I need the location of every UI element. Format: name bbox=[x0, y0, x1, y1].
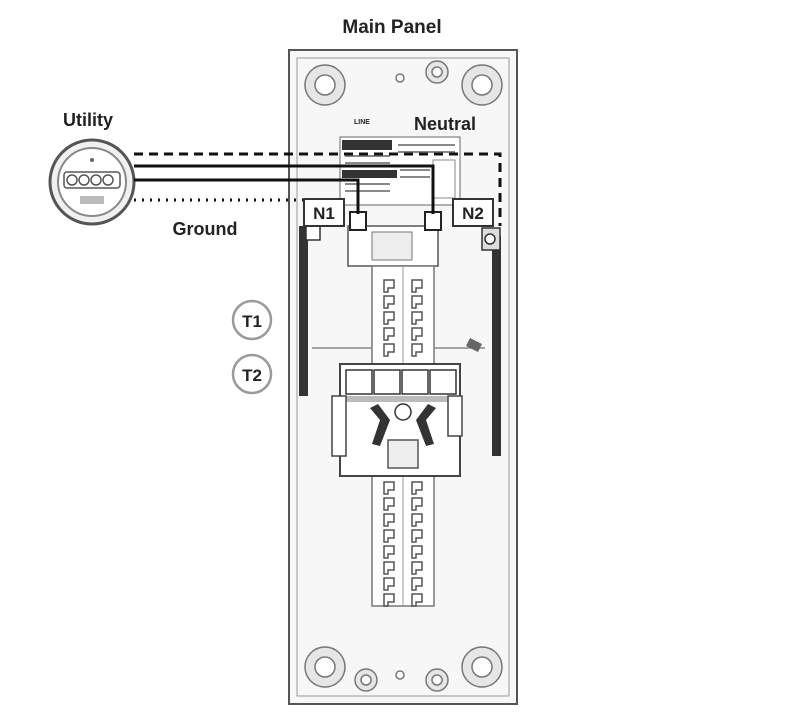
terminal-n2-label: N2 bbox=[462, 204, 484, 223]
ground-label: Ground bbox=[173, 219, 238, 239]
warning-label bbox=[339, 136, 461, 206]
breaker-slot bbox=[411, 545, 423, 559]
neutral-bar-right bbox=[481, 227, 501, 456]
breaker-slot bbox=[383, 561, 395, 575]
terminal-n1: N1 bbox=[303, 198, 345, 227]
breaker-slot bbox=[411, 529, 423, 543]
breaker-slot bbox=[383, 311, 395, 325]
breaker-slot bbox=[383, 545, 395, 559]
line-wire-l2 bbox=[134, 164, 435, 214]
breaker-slot bbox=[383, 497, 395, 511]
main-panel-title: Main Panel bbox=[342, 17, 441, 38]
breaker-slot bbox=[411, 295, 423, 309]
breaker-slot bbox=[411, 561, 423, 575]
breaker-slot bbox=[383, 327, 395, 341]
neutral-label: Neutral bbox=[414, 114, 476, 134]
breaker-slot bbox=[411, 513, 423, 527]
utility-label: Utility bbox=[63, 110, 113, 130]
breaker-slot bbox=[383, 481, 395, 495]
terminal-t1: T1 bbox=[231, 299, 273, 341]
utility-wiring bbox=[134, 152, 502, 226]
line-marking: LINE bbox=[354, 119, 370, 126]
breaker-slot bbox=[411, 481, 423, 495]
knockout-holes bbox=[304, 60, 503, 692]
breaker-slot bbox=[383, 279, 395, 293]
breaker-slot bbox=[383, 529, 395, 543]
transfer-switch-assembly bbox=[331, 363, 463, 477]
breaker-slots bbox=[383, 279, 423, 607]
breaker-slot bbox=[411, 577, 423, 591]
breaker-slot bbox=[383, 577, 395, 591]
line-wire-l1 bbox=[134, 178, 360, 214]
breaker-slot bbox=[383, 593, 395, 607]
breaker-slot bbox=[411, 279, 423, 293]
terminal-t1-label: T1 bbox=[242, 312, 262, 331]
main-lug-block bbox=[347, 211, 442, 267]
breaker-slot bbox=[411, 343, 423, 357]
neutral-wire bbox=[134, 152, 502, 226]
breaker-slot bbox=[411, 593, 423, 607]
ground-screw bbox=[466, 338, 482, 352]
terminal-t2: T2 bbox=[231, 353, 273, 395]
breaker-slot bbox=[411, 327, 423, 341]
breaker-slot bbox=[411, 311, 423, 325]
breaker-slot bbox=[383, 295, 395, 309]
utility-meter bbox=[48, 138, 136, 226]
breaker-slot bbox=[383, 343, 395, 357]
terminal-n2: N2 bbox=[452, 198, 494, 227]
breaker-slot bbox=[383, 513, 395, 527]
terminal-n1-label: N1 bbox=[313, 204, 335, 223]
terminal-t2-label: T2 bbox=[242, 366, 262, 385]
breaker-slot bbox=[411, 497, 423, 511]
